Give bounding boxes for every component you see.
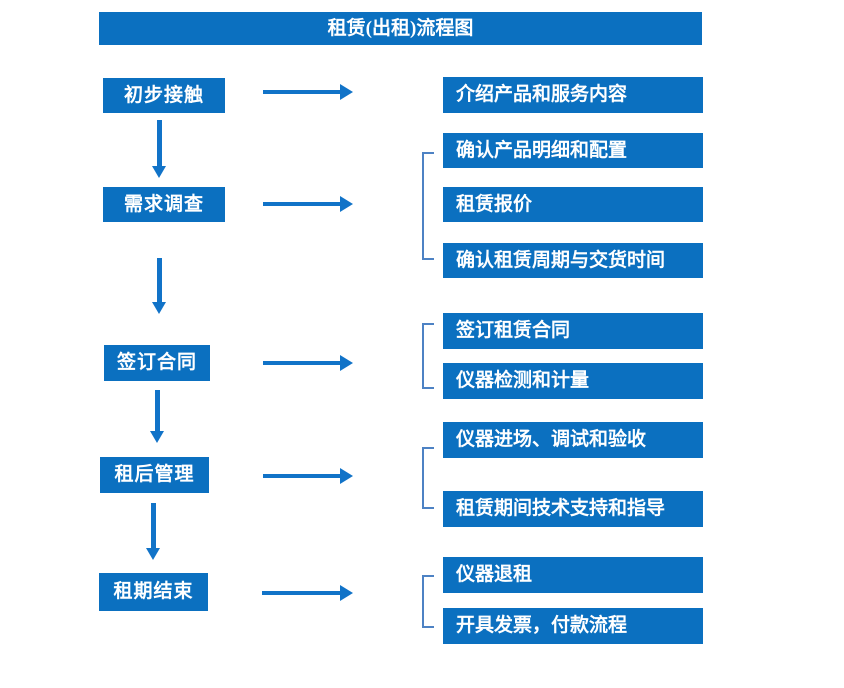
detail-box-confirm-product-details: 确认产品明细和配置 [443, 133, 703, 168]
step-box-post-rental-management: 租后管理 [100, 457, 209, 493]
step-box-initial-contact: 初步接触 [103, 78, 225, 113]
bracket-rental-end-group [422, 575, 434, 628]
flowchart-title-bar: 租赁(出租)流程图 [99, 12, 702, 45]
detail-box-sign-rental-contract: 签订租赁合同 [443, 313, 703, 349]
right-arrow-1 [263, 84, 353, 100]
down-arrow-2 [152, 258, 166, 314]
step-box-demand-survey: 需求调查 [103, 187, 225, 222]
down-arrow-1 [152, 120, 166, 178]
bracket-sign-contract-group [422, 323, 434, 389]
detail-box-rental-quotation: 租赁报价 [443, 187, 703, 222]
detail-box-instrument-return: 仪器退租 [443, 557, 703, 593]
detail-box-introduce-products: 介绍产品和服务内容 [443, 77, 703, 113]
right-arrow-5 [262, 585, 353, 601]
right-arrow-2 [263, 196, 353, 212]
step-box-rental-end: 租期结束 [99, 573, 208, 611]
bracket-post-rental-group [422, 447, 434, 509]
detail-box-invoice-payment: 开具发票，付款流程 [443, 608, 703, 644]
right-arrow-4 [263, 468, 353, 484]
down-arrow-3 [150, 390, 164, 443]
step-box-sign-contract: 签订合同 [104, 345, 210, 381]
detail-box-technical-support: 租赁期间技术支持和指导 [443, 491, 703, 527]
detail-box-instrument-entry: 仪器进场、调试和验收 [443, 422, 703, 458]
detail-box-confirm-rental-period: 确认租赁周期与交货时间 [443, 243, 703, 278]
down-arrow-4 [146, 503, 160, 560]
right-arrow-3 [263, 355, 353, 371]
bracket-demand-survey-group [422, 152, 434, 260]
detail-box-instrument-testing: 仪器检测和计量 [443, 363, 703, 399]
flowchart-title: 租赁(出租)流程图 [327, 18, 474, 39]
